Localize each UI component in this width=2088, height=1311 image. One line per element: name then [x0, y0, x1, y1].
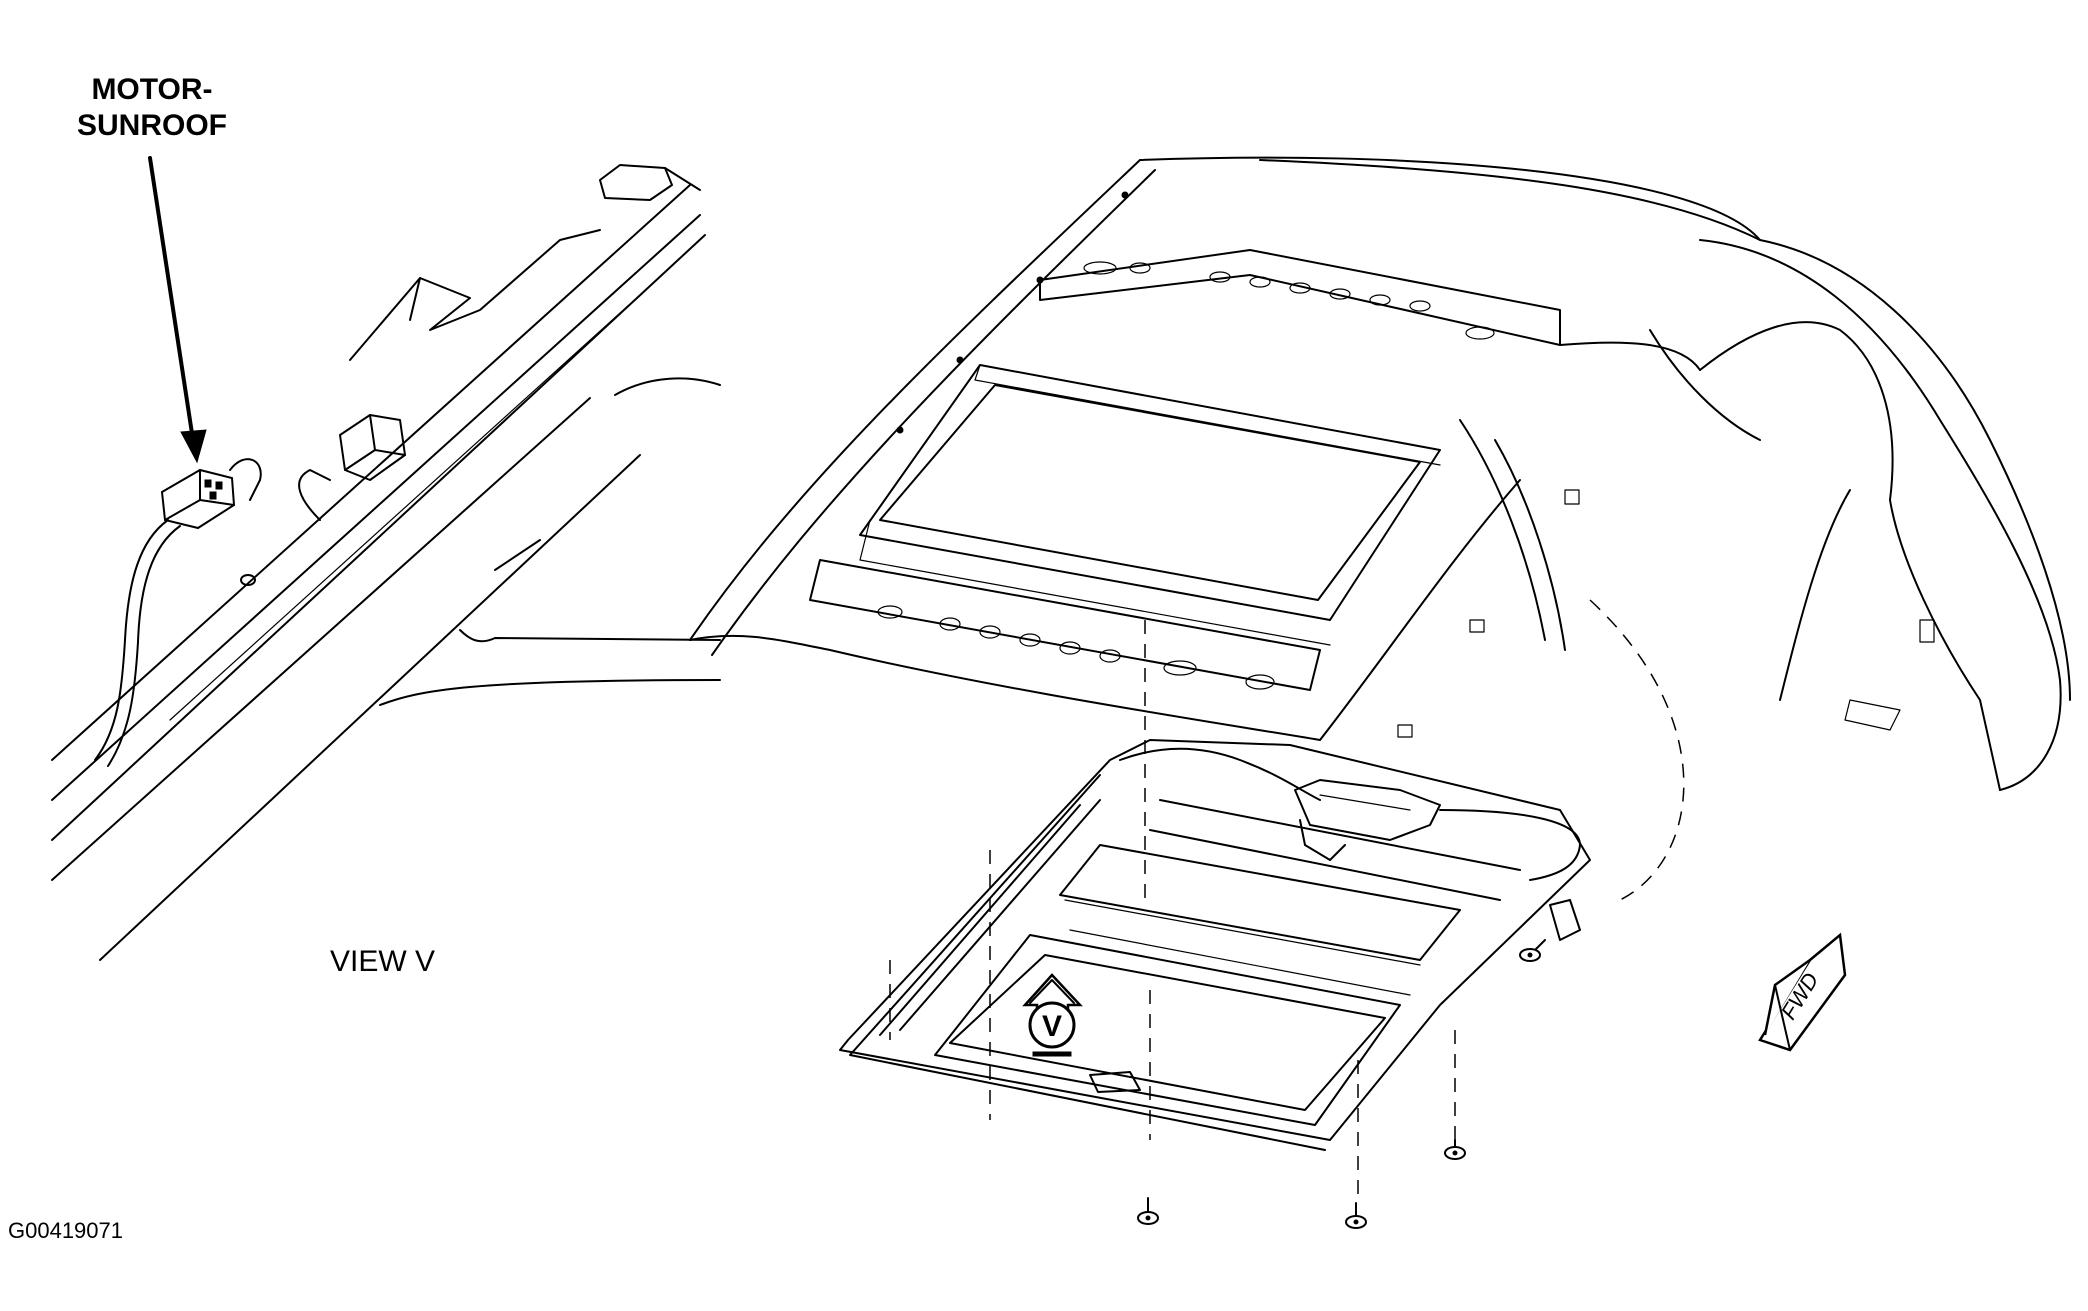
sunroof-opening [859, 364, 1441, 646]
view-v-detail [51, 156, 721, 961]
callout-line-1: MOTOR- [91, 73, 213, 106]
module-sunroof-motor [1294, 779, 1441, 861]
leader-lines [889, 599, 1685, 1200]
motor-callout-arrow [148, 156, 207, 464]
view-v-marker-letter: V [1042, 1010, 1062, 1043]
bolt [1519, 939, 1546, 962]
bolt [1444, 1139, 1466, 1160]
sunroof-module [839, 739, 1591, 1151]
bolt [1137, 1197, 1159, 1225]
sunroof-motor-connector [160, 458, 262, 530]
view-v-marker: V [1022, 973, 1083, 1057]
roof-assembly [689, 156, 2071, 791]
wire-harness [94, 519, 181, 767]
fasteners [1137, 939, 1546, 1229]
module-glass-opening [934, 934, 1401, 1126]
bolt [1345, 1202, 1367, 1229]
fwd-direction-arrow: FWD [1758, 932, 1847, 1052]
callout-line-2: SUNROOF [77, 109, 227, 142]
motor-sunroof-callout: MOTOR- SUNROOF [52, 72, 252, 144]
figure-id: G00419071 [8, 1218, 123, 1243]
view-v-label: VIEW V [330, 945, 436, 978]
